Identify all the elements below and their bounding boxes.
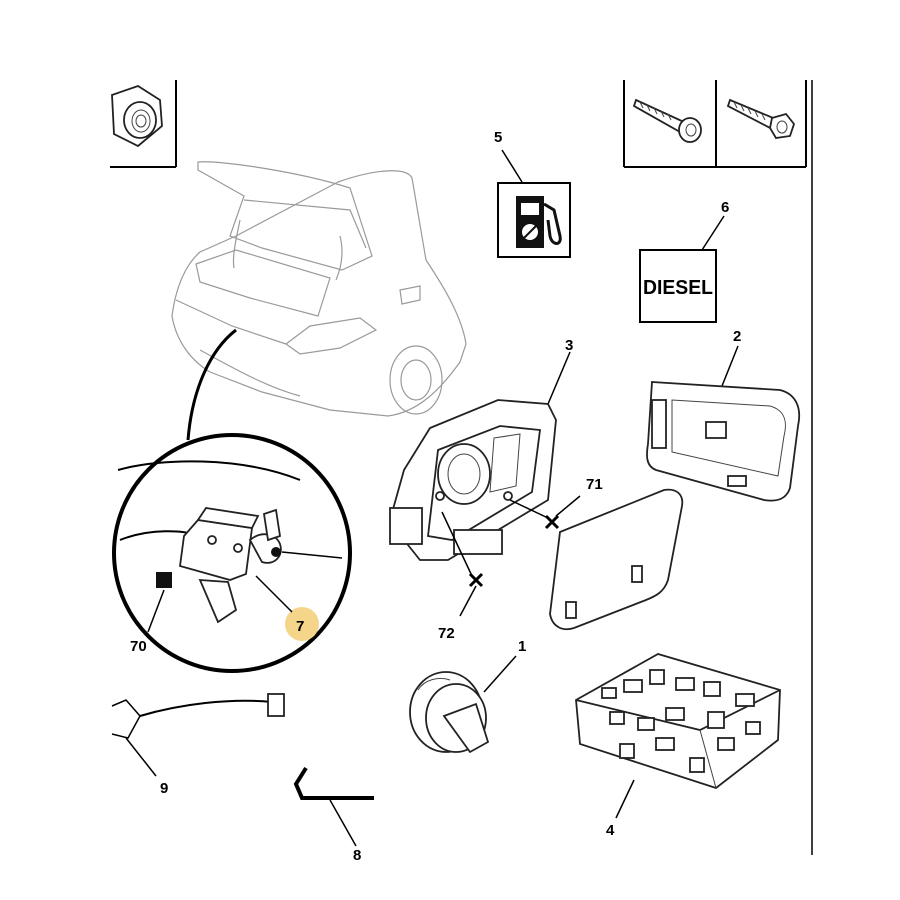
callout-5: 5 (494, 129, 502, 146)
fuel-flap-door (646, 345, 801, 502)
clip-items (601, 669, 761, 773)
screws-box (623, 80, 807, 168)
clips-kit-box (575, 653, 781, 819)
callout-7-highlight (285, 607, 319, 641)
clip-71 (509, 495, 581, 530)
fuel-cap (409, 655, 517, 754)
diesel-label: DIESEL (643, 277, 713, 299)
part-70-marker (156, 572, 172, 588)
nut-icon-box (110, 80, 177, 168)
callout-6: 6 (721, 199, 729, 216)
callout-9: 9 (160, 780, 168, 797)
fuel-filler-housing (389, 351, 571, 561)
nut-icon (111, 85, 163, 148)
fuel-flap-actuator (179, 507, 343, 624)
callout-4: 4 (606, 822, 615, 839)
fuel-pump-icon (516, 196, 562, 248)
callout-8: 8 (353, 847, 361, 864)
screw-icon (632, 98, 702, 143)
car-outline (171, 161, 467, 417)
callouts: 1 2 3 4 5 6 7 8 9 70 71 72 (130, 129, 741, 864)
callout-72: 72 (438, 625, 455, 642)
clip-72 (441, 511, 484, 617)
callout-7: 7 (296, 618, 304, 635)
callout-3: 3 (565, 337, 573, 354)
callout-71: 71 (586, 476, 603, 493)
callout-2: 2 (733, 328, 741, 345)
hex-key (293, 766, 374, 847)
fuel-pump-badge (497, 149, 571, 258)
screw-icon (726, 98, 796, 139)
seal-panel (549, 488, 684, 631)
detail-magnifier (112, 328, 352, 673)
diesel-label-part: DIESEL (639, 215, 725, 323)
release-cable (111, 693, 285, 777)
callout-70: 70 (130, 638, 147, 655)
callout-1: 1 (518, 638, 526, 655)
